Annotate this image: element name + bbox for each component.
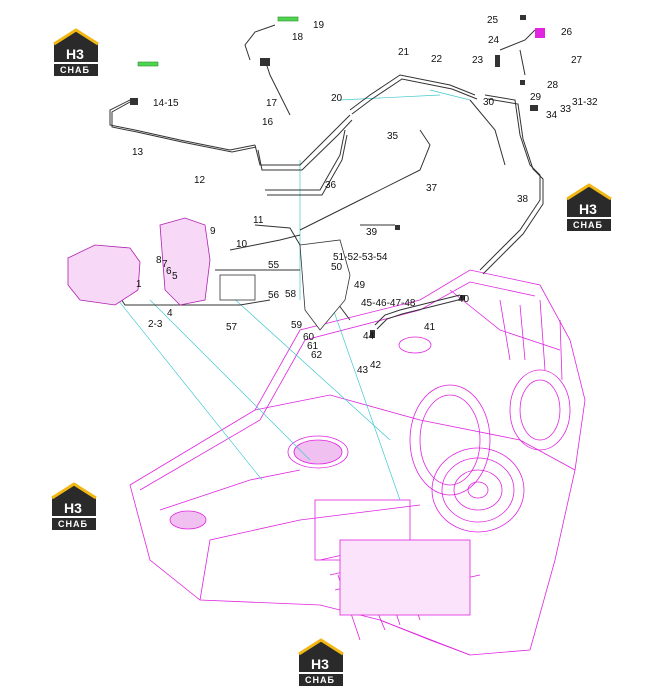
callout-labels: 2-3 4 5 6 7 8 9 10 11 12 13 14-15 16 17 … [132,15,598,376]
callout-33: 33 [560,104,572,115]
logo-text: СНАБ [305,675,335,685]
callout-4: 4 [167,308,173,319]
callout-37: 37 [426,183,438,194]
logo-text: СНАБ [58,519,88,529]
logo-mark: H3 [64,500,82,516]
callout-62: 62 [311,350,323,361]
logo-mark: H3 [311,656,329,672]
callout-56: 56 [268,290,280,301]
callout-11: 11 [253,215,264,226]
logo-text: СНАБ [60,65,90,75]
callout-58: 58 [285,289,297,300]
callout-23: 23 [472,55,484,66]
callout-19: 19 [313,20,325,31]
callout-17: 17 [266,98,278,109]
callout-51-52-53-54: 51-52-53-54 [333,252,388,263]
logo-mark: H3 [579,201,597,217]
logo-watermark-top-left: H3 СНАБ [53,28,99,76]
callout-44: 44 [363,331,375,342]
callout-21: 21 [398,47,410,58]
callout-50: 50 [331,262,343,273]
logo-watermark-right: H3 СНАБ [566,183,612,231]
callout-40: 40 [458,294,470,305]
callout-5: 5 [172,271,178,282]
callout-36: 36 [325,180,337,191]
callout-18: 18 [292,32,304,43]
callout-1: 1 [136,279,142,290]
callout-45-46-47-48: 45-46-47-48 [361,298,416,309]
callout-38: 38 [517,194,529,205]
callout-49: 49 [354,280,366,291]
callout-59: 59 [291,320,303,331]
callout-24: 24 [488,35,500,46]
logo-mark: H3 [66,46,84,62]
logo-watermark-left: H3 СНАБ [51,482,97,530]
callout-29: 29 [530,92,542,103]
pump-assembly [67,217,351,331]
machine-frame [129,269,586,656]
callout-8: 8 [156,255,162,266]
highlighted-fittings [137,16,299,67]
callout-22: 22 [431,54,443,65]
callout-27: 27 [571,55,583,66]
callout-14-15: 14-15 [153,98,179,109]
callout-12: 12 [194,175,206,186]
callout-13: 13 [132,147,144,158]
callout-26: 26 [561,27,573,38]
callout-7: 7 [162,259,168,270]
callout-35: 35 [387,131,399,142]
callout-28: 28 [547,80,559,91]
callout-30: 30 [483,97,495,108]
logo-watermark-bottom: H3 СНАБ [298,638,344,686]
callout-41: 41 [424,322,436,333]
callout-43: 43 [357,365,369,376]
callout-10: 10 [236,239,248,250]
fittings [130,15,545,338]
callout-9: 9 [210,226,216,237]
callout-42: 42 [370,360,382,371]
callout-31-32: 31-32 [572,97,598,108]
callout-34: 34 [546,110,558,121]
callout-6: 6 [166,266,172,277]
callout-57: 57 [226,322,238,333]
callout-60: 60 [303,332,315,343]
callout-20: 20 [331,93,343,104]
callout-2-3: 2-3 [148,319,163,330]
callout-55: 55 [268,260,280,271]
callout-16: 16 [262,117,274,128]
callout-61: 61 [307,341,319,352]
callout-39: 39 [366,227,378,238]
logo-text: СНАБ [573,220,603,230]
callout-25: 25 [487,15,499,26]
